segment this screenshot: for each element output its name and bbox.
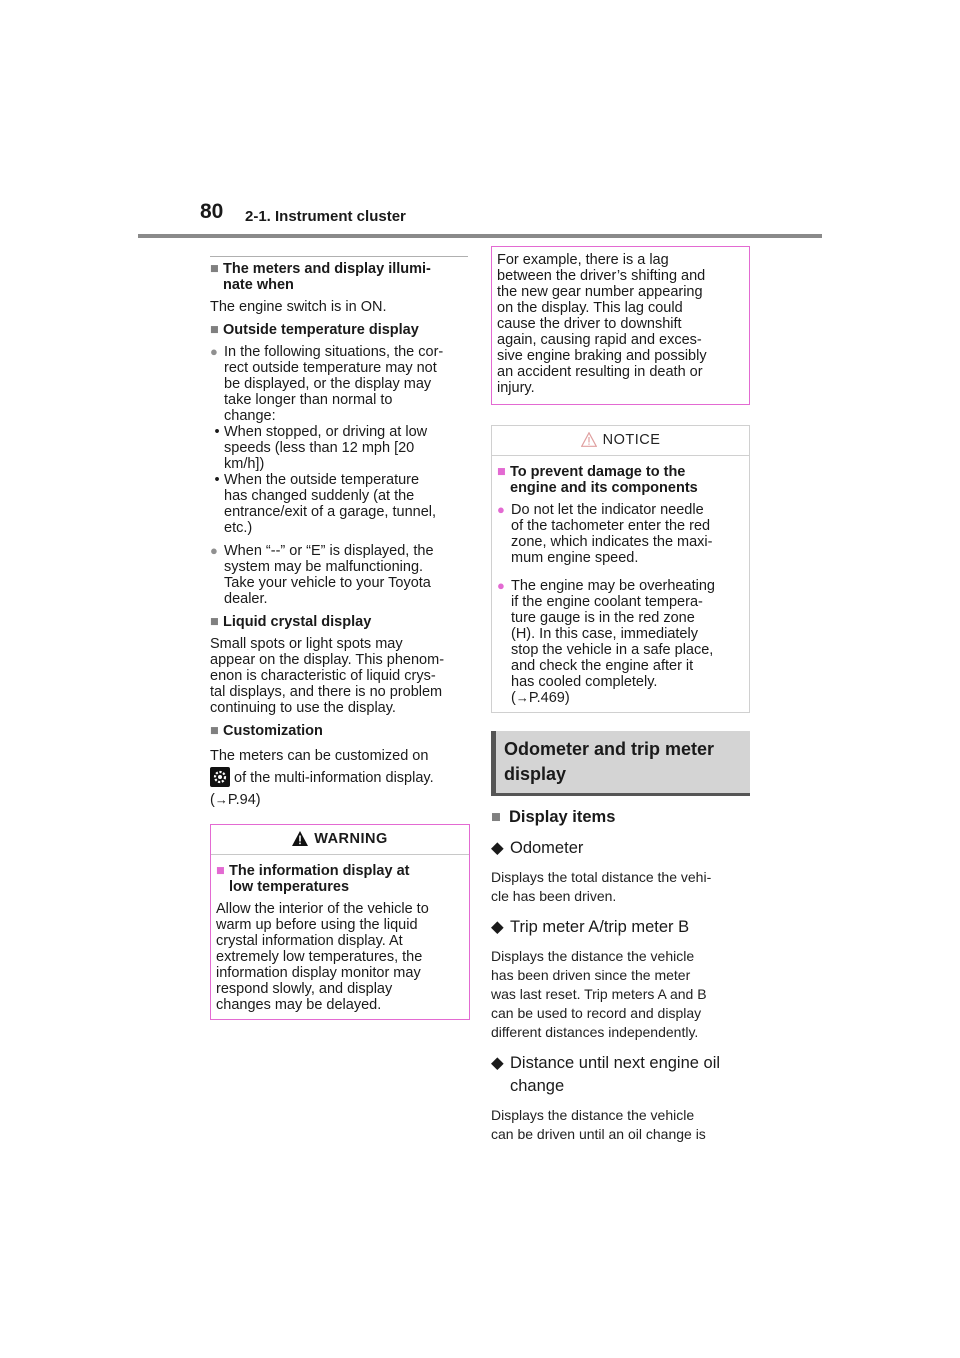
item-description: Displays the distance the vehicle has be… [491, 948, 707, 1040]
notice-triangle-icon [580, 431, 597, 451]
diamond-bullet-icon: ◆ [491, 839, 504, 857]
arrow-right-icon: → [214, 792, 228, 807]
column-top-rule [210, 256, 468, 257]
gear-icon [210, 767, 230, 787]
heading-text: Display items [509, 808, 616, 826]
notice-title: NOTICE [602, 432, 661, 448]
paragraph: The meters can be customized on of the m… [210, 745, 468, 811]
heading-text: Liquid crystal display [223, 614, 372, 630]
list-item: ● When “--” or “E” is displayed, the sys… [210, 543, 468, 607]
warning-box: WARNING ■ The information display at low… [210, 824, 470, 1020]
page-number: 80 [200, 200, 224, 223]
warning-title: WARNING [314, 831, 388, 847]
page-reference[interactable]: (→P.469) [511, 690, 570, 706]
customization-text-2: of the multi-information display. [234, 770, 434, 786]
arrow-right-icon: → [515, 690, 529, 705]
sub-item-text: When stopped, or driving at low speeds (… [224, 424, 428, 472]
section-heading: ■ The meters and display illumi- nate wh… [210, 261, 468, 293]
display-item-odometer: ◆ Odometer [491, 837, 750, 860]
right-column: For example, there is a lag between the … [491, 246, 750, 1154]
heading-text: The meters and display illumi- nate when [223, 261, 431, 293]
circle-bullet-icon: ● [210, 543, 218, 558]
item-title: Odometer [510, 839, 584, 857]
header-rule [138, 234, 822, 238]
list-item: ● In the following situations, the cor- … [210, 344, 468, 424]
list-item: ● The engine may be overheating if the e… [497, 578, 744, 706]
square-bullet-icon: ■ [210, 723, 219, 739]
chapter-title: 2-1. Instrument cluster [245, 208, 406, 225]
square-bullet-icon: ■ [491, 808, 501, 826]
square-bullet-icon: ■ [497, 464, 506, 480]
circle-bullet-icon: ● [210, 344, 218, 359]
square-bullet-icon: ■ [210, 322, 219, 338]
item-text: In the following situations, the cor- re… [224, 344, 444, 424]
heading-text: Customization [223, 723, 323, 739]
notice-header: NOTICE [492, 426, 749, 456]
sub-item: • When stopped, or driving at low speeds… [210, 424, 468, 472]
warning-body: ■ The information display at low tempera… [211, 855, 469, 1019]
paragraph: The engine switch is in ON. [210, 299, 387, 315]
left-column: ■ The meters and display illumi- nate wh… [210, 256, 468, 811]
notice-heading: ■ To prevent damage to the engine and it… [497, 464, 744, 496]
heading-text: The information display at low temperatu… [229, 863, 410, 895]
square-bullet-icon: ■ [210, 261, 219, 277]
section-heading: ■ Outside temperature display [210, 322, 468, 338]
section-heading: ■ Customization [210, 723, 468, 739]
display-items-heading: ■ Display items [491, 808, 750, 827]
warning-text: Allow the interior of the vehicle to war… [216, 901, 429, 1013]
sub-item: • When the outside temperature has chang… [210, 472, 468, 536]
display-item-trip-meter: ◆ Trip meter A/trip meter B [491, 916, 750, 939]
warning-header: WARNING [211, 825, 469, 855]
sub-item-text: When the outside temperature has changed… [224, 472, 437, 536]
heading-text: Outside temperature display [223, 322, 419, 338]
diamond-bullet-icon: ◆ [491, 1054, 504, 1072]
square-bullet-icon: ■ [216, 863, 225, 879]
square-bullet-icon: ■ [210, 614, 219, 630]
notice-box: NOTICE ■ To prevent damage to the engine… [491, 425, 750, 713]
display-item-oil-change: ◆ Distance until next engine oil change [491, 1052, 750, 1098]
dot-bullet-icon: • [214, 472, 220, 488]
warning-triangle-icon [292, 831, 309, 850]
customization-line: of the multi-information display. [210, 767, 468, 789]
dot-bullet-icon: • [214, 424, 220, 440]
item-title: Trip meter A/trip meter B [510, 918, 690, 936]
reference-text: P.469) [528, 690, 570, 706]
customization-text: The meters can be customized on [210, 748, 429, 764]
item-description: Displays the distance the vehicle can be… [491, 1107, 706, 1142]
warning-continued-box: For example, there is a lag between the … [491, 246, 750, 405]
item-text: When “--” or “E” is displayed, the syste… [224, 543, 434, 607]
section-title: Odometer and trip meter display [491, 731, 750, 796]
circle-bullet-icon: ● [497, 502, 505, 517]
paragraph: Small spots or light spots may appear on… [210, 636, 445, 716]
item-title: Distance until next engine oil change [510, 1054, 721, 1095]
warning-continued-text: For example, there is a lag between the … [497, 252, 707, 396]
section-heading: ■ Liquid crystal display [210, 614, 468, 630]
reference-text: P.94) [227, 792, 261, 808]
notice-body: ■ To prevent damage to the engine and it… [492, 456, 749, 712]
item-content: The engine may be overheating if the eng… [511, 578, 715, 706]
item-description: Displays the total distance the vehi- cl… [491, 869, 712, 904]
list-item: ● Do not let the indicator needle of the… [497, 502, 744, 566]
diamond-bullet-icon: ◆ [491, 918, 504, 936]
heading-text: To prevent damage to the engine and its … [510, 464, 698, 496]
warning-heading: ■ The information display at low tempera… [216, 863, 464, 895]
item-text: The engine may be overheating if the eng… [511, 578, 715, 690]
page-reference[interactable]: (→P.94) [210, 792, 261, 808]
circle-bullet-icon: ● [497, 578, 505, 593]
item-text: Do not let the indicator needle of the t… [511, 502, 713, 566]
